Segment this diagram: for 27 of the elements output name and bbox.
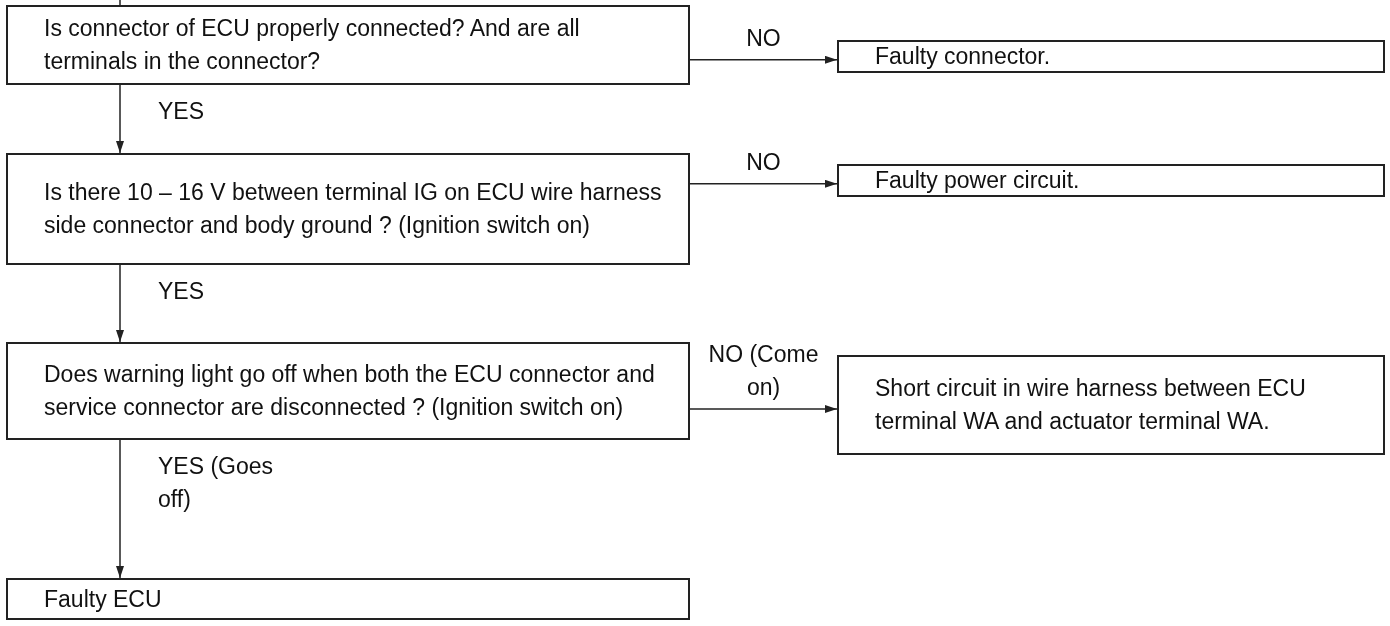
box-text: Is connector of ECU properly connected? And are all terminals in the connector?	[44, 14, 581, 76]
arrow	[689, 55, 838, 64]
result-box	[6, 578, 690, 620]
result-box	[837, 164, 1385, 197]
box-text: Short circuit in wire harness between ECU terminal WA and actuator terminal WA.	[875, 374, 1307, 436]
arrow	[689, 405, 838, 413]
edge-label: NO	[745, 147, 782, 177]
edge-label: YES	[158, 277, 206, 306]
edge-label: NO (Come on)	[707, 340, 820, 402]
connector-line	[119, 0, 121, 6]
edge-label: YES (Goes off)	[158, 452, 275, 514]
arrow	[116, 439, 124, 579]
edge-label: NO	[745, 23, 782, 53]
question-box	[6, 5, 690, 85]
result-box	[837, 40, 1385, 73]
box-text: Does warning light go off when both the ECU connector and service connector are disconnected ? (Ignition switch on)	[44, 360, 656, 422]
box-text: Is there 10 – 16 V between terminal IG on ECU wire harness side connector and body ground ? (Ignition switch on)	[44, 178, 663, 240]
result-box	[837, 355, 1385, 455]
box-text: Faulty connector.	[875, 42, 1051, 71]
box-text: Faulty ECU	[44, 584, 162, 614]
edge-label: YES	[158, 97, 206, 126]
box-text: Faulty power circuit.	[875, 166, 1080, 195]
arrow	[116, 264, 124, 343]
question-box	[6, 342, 690, 440]
arrow	[116, 84, 124, 154]
arrow	[689, 179, 838, 188]
question-box	[6, 153, 690, 265]
